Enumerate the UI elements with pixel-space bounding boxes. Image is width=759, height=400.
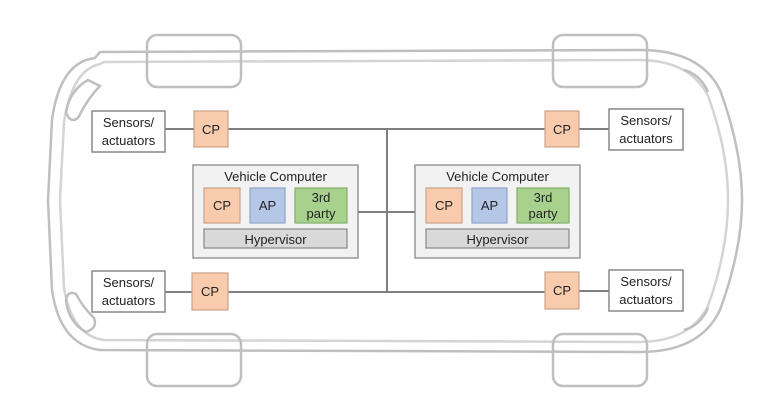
sensor-box-top-right: Sensors/ actuators — [608, 108, 684, 151]
vc-third-party-block: 3rd party — [516, 187, 570, 224]
vc-third-party-line1: 3rd — [534, 190, 553, 205]
sensor-label-line2: actuators — [102, 133, 156, 148]
vc-cp-label: CP — [213, 198, 231, 213]
vc-ap-label: AP — [481, 198, 498, 213]
sensor-box-bottom-left: Sensors/ actuators — [91, 270, 166, 313]
windshield-front-left — [64, 78, 103, 122]
vehicle-computer-right: Vehicle Computer CP AP 3rd party Hypervi… — [414, 164, 581, 259]
cp-node-top-left: CP — [193, 110, 229, 148]
sensor-box-top-left: Sensors/ actuators — [91, 110, 166, 153]
sensor-label-line2: actuators — [102, 293, 156, 308]
wheel-rear-right — [551, 332, 649, 388]
mirror-right-bottom — [683, 307, 710, 332]
sensor-label-line2: actuators — [619, 131, 673, 146]
vehicle-computer-title: Vehicle Computer — [446, 169, 549, 184]
sensor-label-line1: Sensors/ — [620, 274, 672, 289]
network-wires — [165, 128, 609, 293]
car-body-inner — [58, 58, 730, 344]
car-outline — [46, 33, 744, 388]
vehicle-computer-title: Vehicle Computer — [224, 169, 327, 184]
sensor-label-line2: actuators — [619, 292, 673, 307]
cp-node-bottom-right: CP — [544, 271, 580, 310]
cp-label: CP — [202, 122, 220, 137]
vc-third-party-line2: party — [307, 206, 336, 221]
sensor-label-line1: Sensors/ — [103, 275, 155, 290]
vc-hypervisor-label: Hypervisor — [244, 232, 307, 247]
cp-node-bottom-left: CP — [191, 272, 229, 311]
car-body — [46, 48, 744, 354]
mirror-right-top — [683, 68, 710, 93]
cp-label: CP — [201, 284, 219, 299]
vc-cp-label: CP — [435, 198, 453, 213]
wheel-front-right — [551, 33, 649, 89]
vc-ap-label: AP — [259, 198, 276, 213]
vc-cp-block: CP — [425, 187, 463, 224]
vc-hypervisor-label: Hypervisor — [466, 232, 529, 247]
vc-ap-block: AP — [249, 187, 286, 224]
windshield-rear-left — [64, 291, 97, 334]
cp-label: CP — [553, 283, 571, 298]
sensor-box-bottom-right: Sensors/ actuators — [608, 269, 684, 312]
vehicle-computer-left: Vehicle Computer CP AP 3rd party Hypervi… — [192, 164, 359, 259]
vc-third-party-line1: 3rd — [312, 190, 331, 205]
vc-hypervisor-block: Hypervisor — [203, 228, 348, 249]
sensor-label-line1: Sensors/ — [103, 115, 155, 130]
vc-third-party-block: 3rd party — [294, 187, 348, 224]
cp-label: CP — [553, 122, 571, 137]
vc-ap-block: AP — [471, 187, 508, 224]
vc-hypervisor-block: Hypervisor — [425, 228, 570, 249]
vc-cp-block: CP — [203, 187, 241, 224]
sensor-label-line1: Sensors/ — [620, 113, 672, 128]
cp-node-top-right: CP — [544, 110, 580, 148]
wheel-front-left — [145, 33, 243, 89]
vc-third-party-line2: party — [529, 206, 558, 221]
wheel-rear-left — [145, 332, 243, 388]
